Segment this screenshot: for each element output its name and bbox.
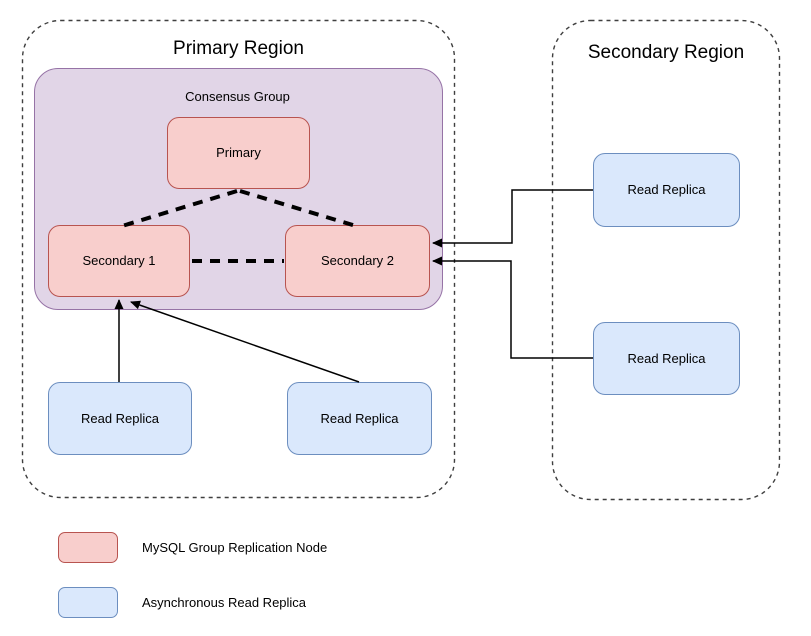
read-replica-node-primary-left: Read Replica: [48, 382, 192, 455]
read-replica-node-primary-right: Read Replica: [287, 382, 432, 455]
read-replica-label: Read Replica: [80, 410, 160, 426]
read-replica-label: Read Replica: [627, 350, 706, 366]
read-replica-node-secondary-top: Read Replica: [593, 153, 740, 227]
secondary1-node: Secondary 1: [48, 225, 190, 297]
read-replica-node-secondary-bottom: Read Replica: [593, 322, 740, 395]
secondary1-node-label: Secondary 1: [82, 253, 156, 269]
legend-label-read-replica: Asynchronous Read Replica: [142, 595, 307, 610]
primary-node: Primary: [167, 117, 310, 189]
primary-node-label: Primary: [216, 145, 261, 161]
read-replica-label: Read Replica: [320, 410, 399, 426]
read-replica-label: Read Replica: [627, 182, 706, 198]
primary-region-title: Primary Region: [173, 38, 304, 59]
secondary2-node-label: Secondary 2: [321, 253, 394, 269]
legend-label-group-replication: MySQL Group Replication Node: [142, 540, 328, 555]
secondary2-node: Secondary 2: [285, 225, 430, 297]
secondary-region-title: Secondary Region: [587, 42, 745, 63]
consensus-group-title: Consensus Group: [185, 89, 290, 104]
legend-swatch-read-replica: [58, 587, 118, 618]
legend-swatch-group-replication: [58, 532, 118, 563]
